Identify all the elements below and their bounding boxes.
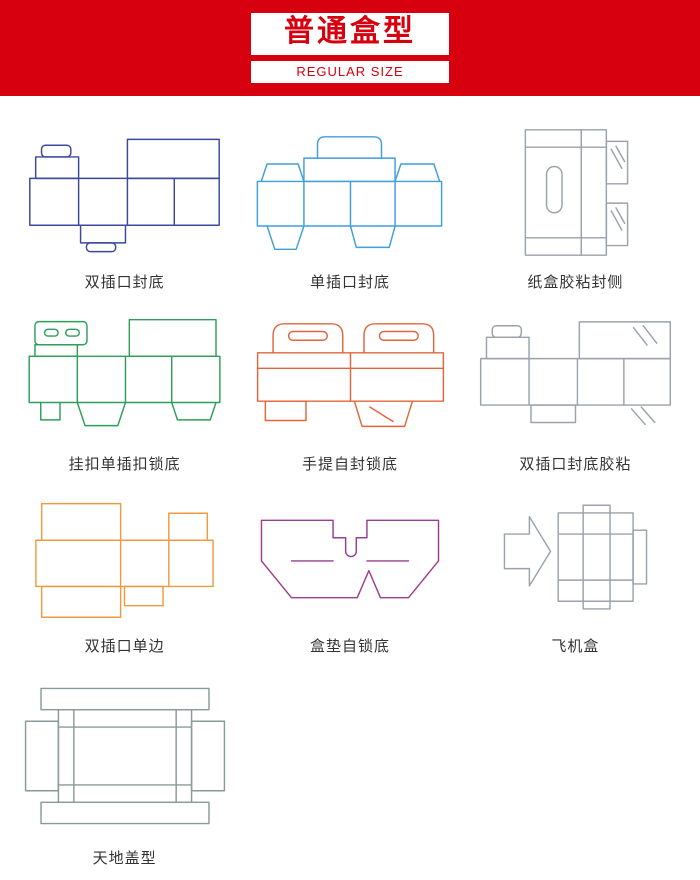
dieline-double-tuck-bottom-icon: [12, 124, 237, 265]
header-banner: 普通盒型 REGULAR SIZE: [0, 0, 700, 96]
box-item-label: 挂扣单插扣锁底: [68, 456, 181, 473]
box-item-label: 双插口封底胶粘: [519, 456, 632, 473]
dieline-single-tuck-bottom-icon: [237, 124, 462, 265]
box-item-label: 单插口封底: [309, 274, 390, 291]
box-item-label: 双插口封底: [84, 274, 165, 291]
page-subtitle: REGULAR SIZE: [251, 60, 449, 83]
box-item: 纸盒胶粘封侧: [463, 124, 688, 292]
box-item-label: 天地盖型: [92, 850, 157, 867]
box-item: 单插口封底: [237, 124, 462, 292]
box-item-label: 飞机盒: [551, 638, 600, 655]
box-item: 盒垫自锁底: [237, 488, 462, 656]
box-item-label: 盒垫自锁底: [309, 638, 390, 655]
box-item-label: 纸盒胶粘封侧: [527, 274, 624, 291]
dieline-hang-tab-lock-bottom-icon: [12, 306, 237, 447]
box-item: 天地盖型: [12, 670, 237, 868]
box-item: 飞机盒: [463, 488, 688, 656]
dieline-mailer-box-icon: [463, 488, 688, 629]
dieline-side-glue-carton-icon: [463, 120, 688, 265]
dieline-double-tuck-single-side-icon: [12, 488, 237, 629]
dieline-top-bottom-lid-icon: [12, 670, 237, 841]
box-item: 手提自封锁底: [237, 306, 462, 474]
box-item-label: 双插口单边: [84, 638, 165, 655]
dieline-handle-self-lock-bottom-icon: [237, 306, 462, 447]
dieline-grid: 双插口封底 单插口封底: [0, 96, 700, 868]
box-item: 双插口单边: [12, 488, 237, 656]
box-item: 双插口封底: [12, 124, 237, 292]
box-item: 挂扣单插扣锁底: [12, 306, 237, 474]
dieline-box-pad-self-lock-icon: [237, 488, 462, 629]
dieline-double-tuck-glued-icon: [463, 306, 688, 447]
box-item: 双插口封底胶粘: [463, 306, 688, 474]
box-item-label: 手提自封锁底: [301, 456, 398, 473]
page-title: 普通盒型: [251, 13, 449, 55]
